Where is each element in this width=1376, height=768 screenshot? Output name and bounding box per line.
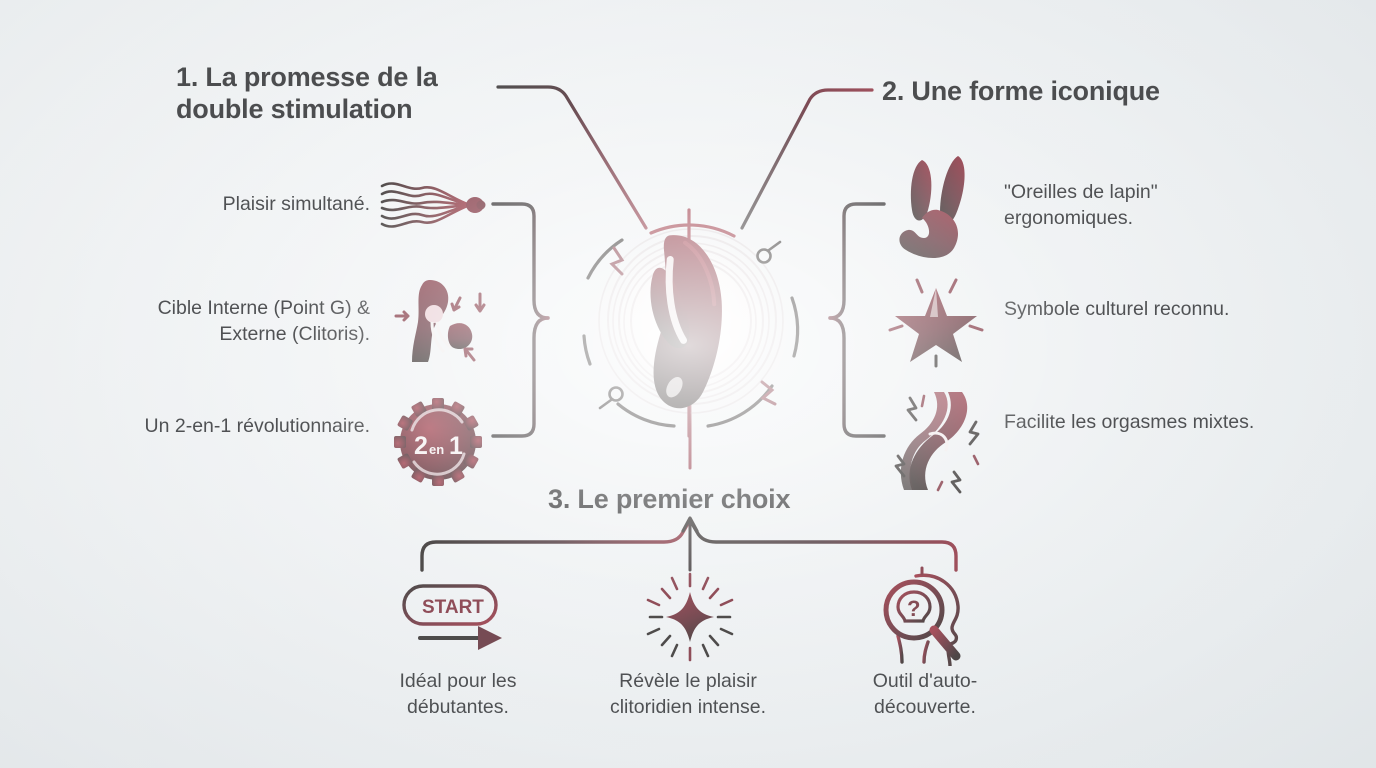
question-mark-glyph: ?: [907, 596, 920, 621]
bottom-item-1-label: Idéal pour les débutantes.: [399, 670, 517, 719]
section-two-heading: 2. Une forme iconique: [882, 76, 1160, 106]
seal-digit-one: 1: [449, 432, 463, 460]
start-arrow-icon: START: [398, 582, 520, 650]
right-item-1-label: "Oreilles de lapin" ergonomiques.: [1004, 181, 1158, 229]
right-item-3-label: Facilite les orgasmes mixtes.: [1004, 411, 1255, 433]
left-item-2-label: Cible Interne (Point G) & Externe (Clito…: [157, 297, 370, 345]
anatomy-target-icon: [394, 272, 490, 368]
seal-digit-two: 2: [414, 432, 428, 460]
bottom-item-2-label: Révèle le plaisir clitoridien intense.: [609, 670, 767, 719]
right-item-2-label: Symbole culturel reconnu.: [1004, 298, 1230, 320]
sparkle-rays-icon: [634, 572, 746, 662]
swirl-lightning-icon: [890, 386, 990, 498]
center-product-illustration: [556, 186, 826, 456]
bottom-item-3-label: Outil d'auto-découverte.: [872, 670, 978, 719]
two-in-one-seal-icon: 2 en 1: [392, 396, 484, 488]
section-one-heading: 1. La promesse de la double stimulation: [176, 62, 438, 124]
rabbit-ears-icon: [892, 152, 988, 262]
waves-converging-icon: [378, 172, 488, 242]
seal-en-text: en: [429, 442, 444, 457]
star-burst-icon: [886, 272, 986, 368]
start-label-text: START: [422, 597, 484, 618]
left-item-1-label: Plaisir simultané.: [222, 193, 370, 215]
section-three-heading: 3. Le premier choix: [548, 484, 791, 514]
magnifier-head-idea-icon: ?: [872, 566, 980, 668]
left-item-3-label: Un 2-en-1 révolutionnaire.: [144, 415, 370, 437]
